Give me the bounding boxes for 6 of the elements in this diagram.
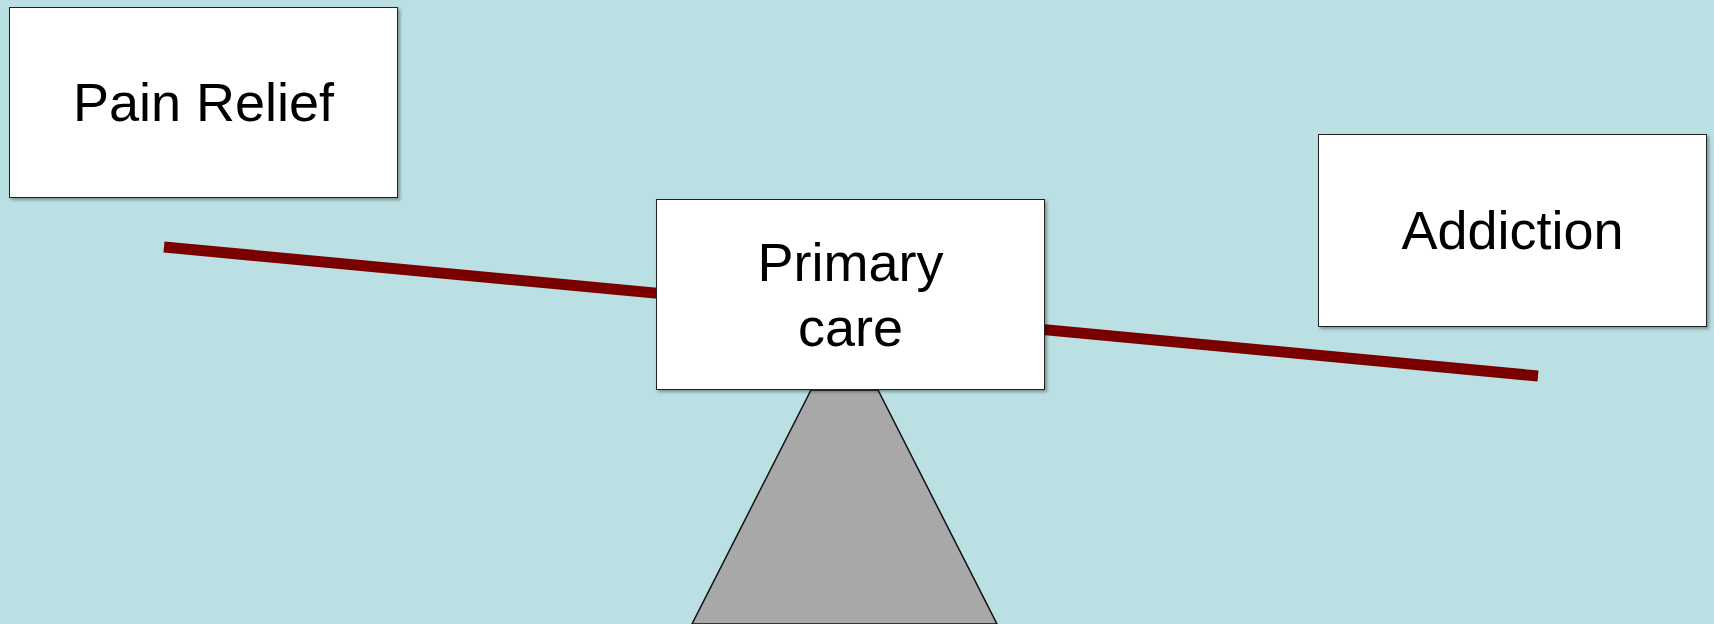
box-label: Pain Relief	[72, 71, 335, 135]
box-label: Primary care	[756, 230, 945, 359]
label-box	[1318, 134, 1707, 327]
label-box	[9, 7, 398, 198]
box-label: Addiction	[1401, 199, 1624, 263]
label-box	[656, 199, 1045, 390]
